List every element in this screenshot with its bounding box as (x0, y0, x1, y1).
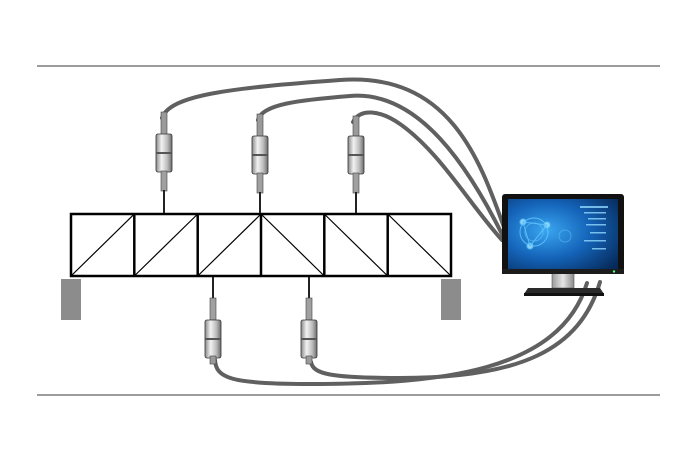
truss-diagonal-4 (260, 213, 325, 277)
cable-sensor-1 (160, 77, 507, 232)
displacement-sensor-icon (300, 277, 318, 365)
truss-diagonal-1 (70, 213, 135, 277)
displacement-sensor-icon (251, 113, 269, 213)
cables (160, 77, 602, 387)
truss-diagonal-3 (197, 213, 262, 277)
right-support (441, 279, 461, 320)
displacement-sensor-icon (204, 277, 222, 365)
cable-sensor-3 (351, 110, 504, 242)
displacement-sensor-icon (347, 115, 365, 213)
truss-diagonal-6 (387, 213, 452, 277)
displacement-sensor-icon (155, 111, 173, 213)
computer-monitor-icon (502, 194, 624, 296)
left-support (61, 279, 81, 320)
cable-sensor-4 (213, 281, 589, 387)
cable-sensor-5 (309, 280, 602, 381)
truss-diagonal-5 (323, 213, 389, 277)
truss-diagonal-2 (133, 213, 199, 277)
truss-bridge (69, 212, 453, 278)
cable-sensor-2 (256, 93, 505, 238)
